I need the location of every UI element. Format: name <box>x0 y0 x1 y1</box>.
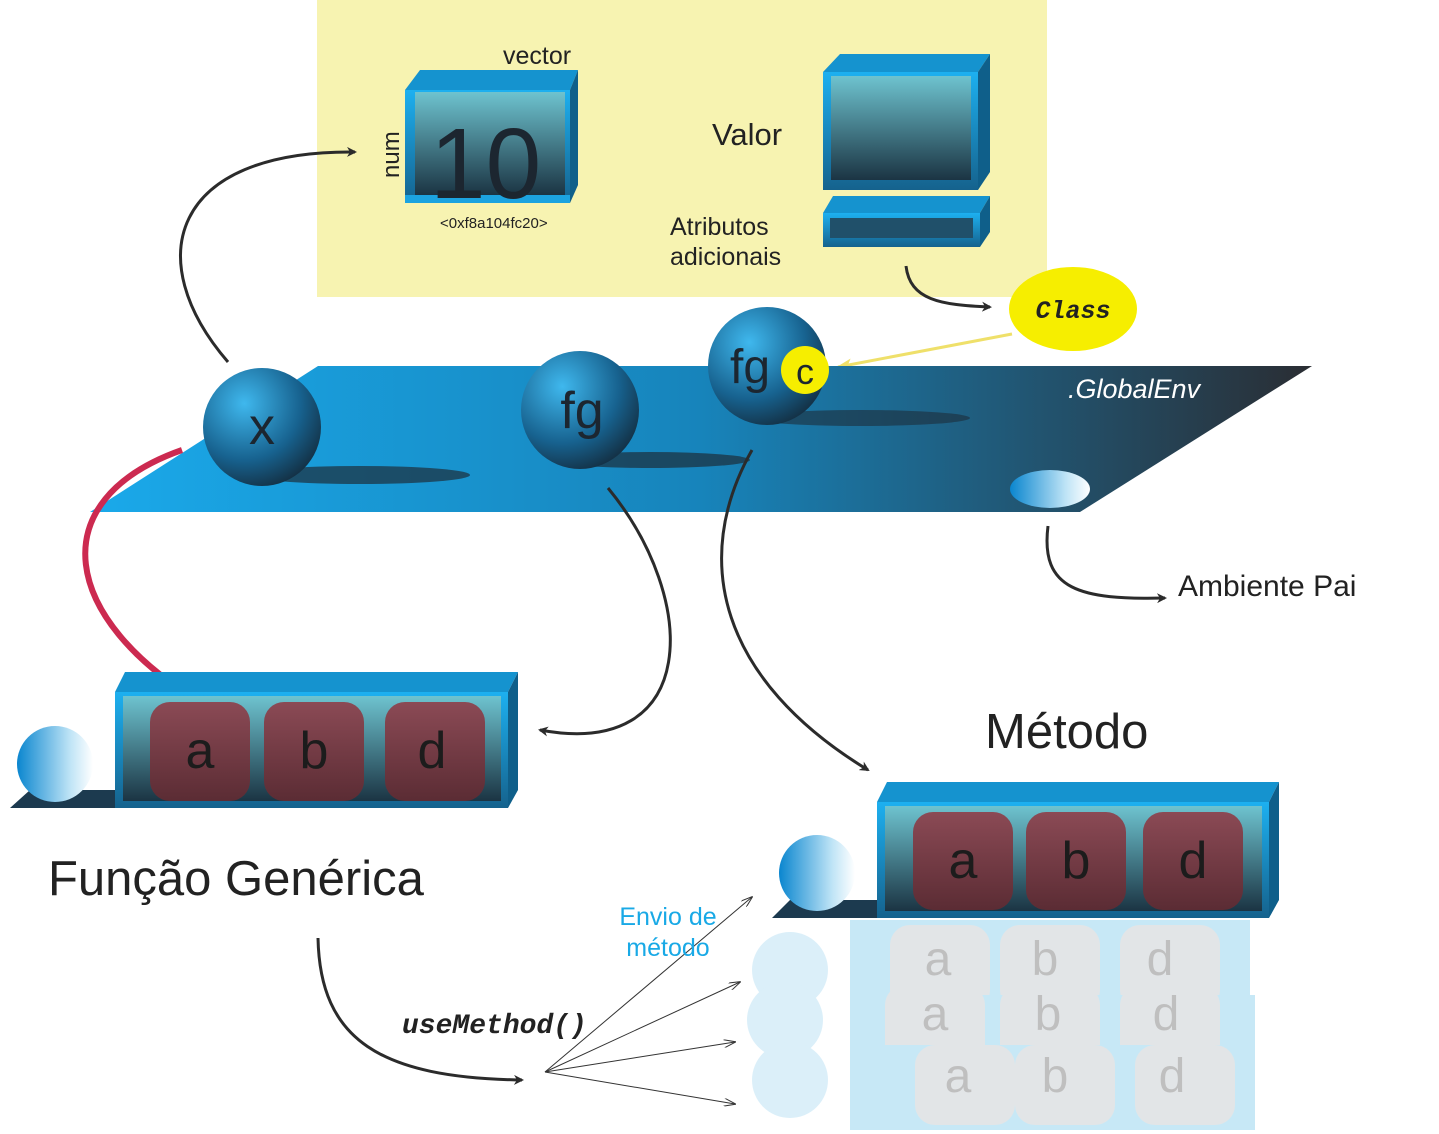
x-to-arg-arrow <box>82 447 207 708</box>
dispatch-label-line1: Envio de <box>619 903 716 931</box>
generic-function-env-ball <box>17 726 93 802</box>
class-to-c-arrow <box>836 332 1013 371</box>
vector-type-label: vector <box>503 42 571 70</box>
vector-box: 10 vector num <0xf8a104fc20> <box>378 42 578 232</box>
class-label: Class <box>1035 297 1110 326</box>
method-arg-b: b <box>1062 832 1091 890</box>
vector-value: 10 <box>430 108 541 220</box>
method-box: a b d <box>772 782 1279 918</box>
object-x: x <box>203 368 321 486</box>
ghost-method-2: a b d <box>747 982 1255 1080</box>
object-fg: fg <box>521 351 639 469</box>
parent-env-arrow <box>1045 525 1167 604</box>
ghost-2-arg-a: a <box>922 988 949 1041</box>
globalenv-label: .GlobalEnv <box>1068 374 1202 404</box>
ghost-3-arg-a: a <box>945 1050 972 1103</box>
dispatch-line-2 <box>544 982 740 1073</box>
value-label: Valor <box>712 117 782 152</box>
ghost-methods: a b d a b d a b d <box>747 920 1255 1130</box>
method-arg-a: a <box>949 832 978 890</box>
dispatch-fan <box>544 897 752 1104</box>
object-fg-classed: fg c <box>708 307 829 425</box>
ghost-method-1: a b d <box>752 920 1250 1010</box>
dispatch-label-line2: método <box>626 934 709 962</box>
generic-arg-b: b <box>300 722 329 780</box>
object-fg-classed-label: fg <box>730 341 770 394</box>
vector-address: <0xf8a104fc20> <box>440 215 548 232</box>
generic-function-box: a b d <box>10 672 518 808</box>
method-label: Método <box>985 705 1148 759</box>
usemethod-arrow <box>316 937 524 1085</box>
value-slot: Valor <box>712 54 990 190</box>
ghost-1-arg-b: b <box>1032 933 1059 986</box>
generic-arg-a: a <box>186 722 215 780</box>
generic-function-label: Função Genérica <box>48 852 425 906</box>
class-badge: Class <box>1009 267 1137 351</box>
x-to-vector-arrow <box>179 146 357 363</box>
parent-env-label: Ambiente Pai <box>1178 570 1356 603</box>
attrs-to-class-arrow <box>904 265 992 312</box>
attributes-label-line2: adicionais <box>670 243 781 271</box>
ghost-1-arg-d: d <box>1147 933 1174 986</box>
ghost-3-arg-b: b <box>1042 1050 1069 1103</box>
fgc-to-method-arrow <box>720 449 870 772</box>
fg-to-generic-arrow <box>538 487 672 737</box>
globalenv-parent-handle <box>1010 470 1090 508</box>
dispatch-line-4 <box>544 1071 735 1104</box>
attributes-label-line1: Atributos <box>670 213 769 241</box>
object-fg-class-badge: c <box>796 351 814 392</box>
ghost-2-arg-b: b <box>1035 988 1062 1041</box>
method-arg-d: d <box>1179 832 1208 890</box>
attributes-slot: Atributos adicionais <box>670 196 990 271</box>
method-env-ball <box>779 835 855 911</box>
ghost-2-arg-d: d <box>1153 988 1180 1041</box>
ghost-1-arg-a: a <box>925 933 952 986</box>
generic-arg-d: d <box>418 722 447 780</box>
usemethod-label: useMethod() <box>402 1011 587 1042</box>
dispatch-line-1 <box>544 897 752 1073</box>
object-x-label: x <box>249 398 275 456</box>
dispatch-line-3 <box>544 1042 735 1073</box>
ghost-3-arg-d: d <box>1159 1050 1186 1103</box>
ghost-method-3: a b d <box>752 1042 1255 1130</box>
vector-name-label: num <box>378 131 405 178</box>
object-fg-label: fg <box>560 382 603 440</box>
